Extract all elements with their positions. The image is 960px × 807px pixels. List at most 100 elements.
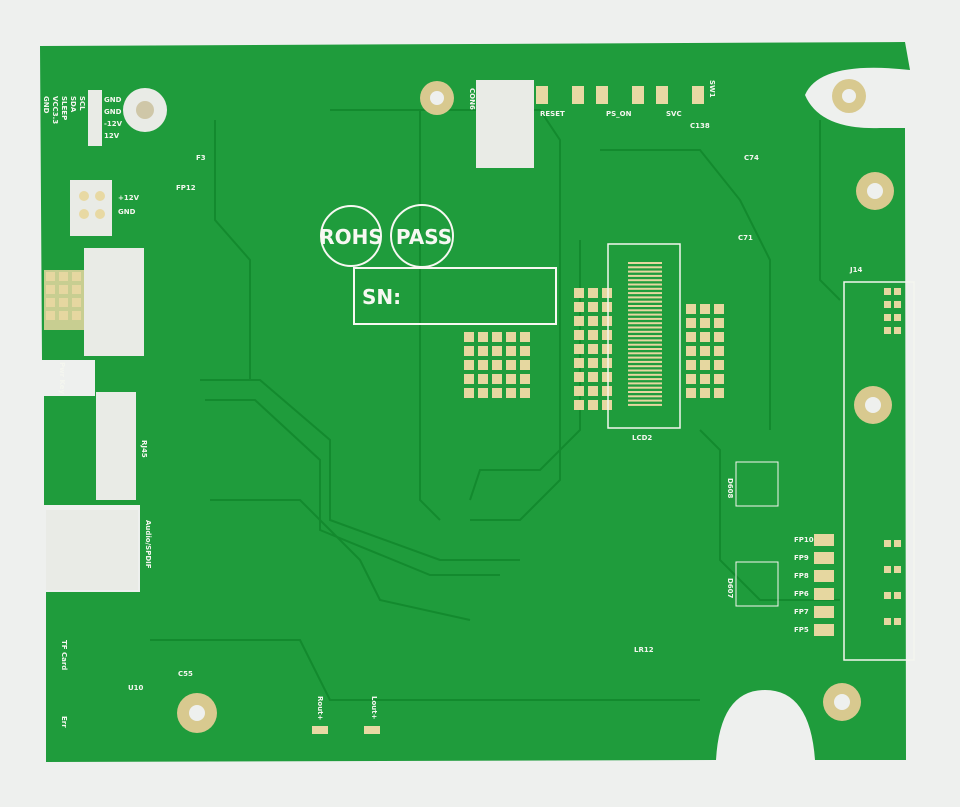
label-c138: C138 (690, 122, 710, 130)
lcd-pin (628, 386, 662, 389)
lcd-connector-outline (607, 243, 681, 429)
lcd-pin (628, 326, 662, 329)
lcd-pin (628, 339, 662, 342)
j14-pad (884, 314, 891, 321)
label-audio: Audio/SPDIF (144, 520, 152, 569)
lcd-pin (628, 300, 662, 303)
pad (588, 400, 598, 410)
pad (602, 386, 612, 396)
pad (72, 311, 81, 320)
pad (588, 288, 598, 298)
pad (574, 316, 584, 326)
label-c71: C71 (738, 234, 753, 242)
j14-pad (884, 288, 891, 295)
fp-pad (814, 606, 834, 618)
label-sda: SDA (69, 96, 77, 113)
lcd-pin (628, 391, 662, 393)
pad (478, 388, 488, 398)
lcd-pin (628, 305, 662, 307)
fp-pad (814, 534, 834, 546)
lcd-pin (628, 283, 662, 286)
lcd-pin (628, 365, 662, 368)
lcd-connector-pins (628, 262, 662, 406)
label-sleep: SLEEP (60, 96, 68, 120)
lcd-pin (628, 266, 662, 269)
lcd-pin (628, 335, 662, 338)
label-header-gnd-1: GND (104, 96, 122, 104)
j14-pad (884, 301, 891, 308)
top-usb-connector (476, 80, 534, 168)
pad (686, 360, 696, 370)
label-gnd: GND (42, 96, 50, 114)
j14-pad (884, 618, 891, 625)
serial-number-label: SN: (362, 285, 401, 309)
pad (602, 302, 612, 312)
fp-pad (814, 552, 834, 564)
pad (492, 374, 502, 384)
silkscreen-labels: SCL SDA SLEEP VCC3.3 GND GND GND -12V 12… (42, 80, 862, 728)
pad (506, 374, 516, 384)
pad (602, 400, 612, 410)
label-c55: C55 (178, 670, 193, 678)
lcd-pin (628, 287, 662, 290)
label-j14: J14 (849, 266, 862, 274)
j14-outline (843, 281, 915, 661)
label-svc: SVC (666, 110, 682, 118)
pad (59, 285, 68, 294)
svg-text:PASS: PASS (396, 225, 452, 249)
pad (700, 388, 710, 398)
pad (59, 298, 68, 307)
pad (59, 272, 68, 281)
rout-pad (312, 726, 328, 734)
label-d608: D608 (726, 478, 734, 499)
pad (588, 386, 598, 396)
lcd-pin (628, 399, 662, 402)
label-fp5: FP5 (794, 626, 809, 634)
j14-pad (884, 540, 891, 547)
lcd-pin (628, 352, 662, 355)
pad (686, 388, 696, 398)
board-substrate (40, 42, 910, 762)
lcd-pin (628, 343, 662, 346)
label-lcd2: LCD2 (632, 434, 652, 442)
bga-pad-array (46, 272, 724, 410)
pad (72, 272, 81, 281)
j14-pad (894, 301, 901, 308)
lcd-pin (628, 317, 662, 320)
pad (686, 346, 696, 356)
pad (700, 318, 710, 328)
pad (574, 288, 584, 298)
lcd-pin (628, 313, 662, 316)
pad (478, 332, 488, 342)
j14-pad (884, 566, 891, 573)
pad (700, 360, 710, 370)
lout-pad (364, 726, 380, 734)
pad (520, 374, 530, 384)
j14-pad (884, 327, 891, 334)
pad (464, 360, 474, 370)
pad (506, 360, 516, 370)
label-power-gnd: GND (118, 208, 136, 216)
pad (714, 388, 724, 398)
pad (714, 332, 724, 342)
label-pwr-key: Pwr Key (58, 362, 66, 395)
pad (574, 358, 584, 368)
pad (686, 332, 696, 342)
pad (714, 374, 724, 384)
pad (700, 304, 710, 314)
lcd-pin (628, 369, 662, 372)
lcd-pin (628, 309, 662, 312)
label-fp8: FP8 (794, 572, 809, 580)
pad (464, 388, 474, 398)
pad (72, 285, 81, 294)
pad (46, 311, 55, 320)
pad (700, 332, 710, 342)
pad (492, 332, 502, 342)
lcd-pin (628, 382, 662, 385)
pad (574, 344, 584, 354)
label-d607: D607 (726, 578, 734, 599)
lcd-pin (628, 322, 662, 325)
pad (520, 332, 530, 342)
lcd-pin (628, 348, 662, 350)
lcd-pin (628, 403, 662, 406)
